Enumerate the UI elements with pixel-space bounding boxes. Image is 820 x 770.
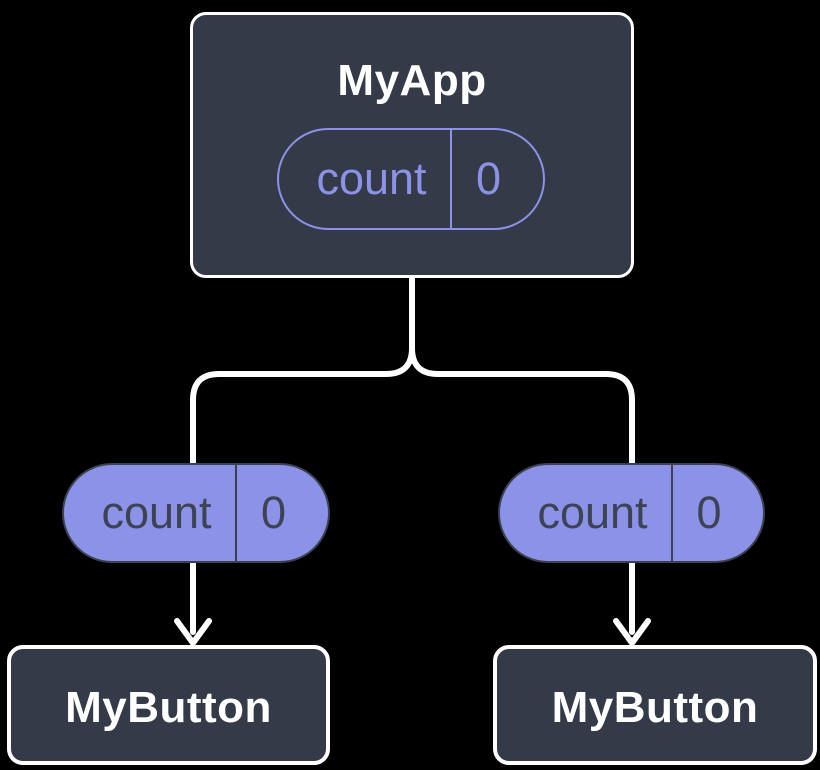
state-pill-label: count [316, 153, 427, 204]
state-pill-divider [450, 130, 452, 228]
prop-pill-left-divider [235, 465, 237, 561]
arrow-left-chevron-icon [174, 618, 212, 646]
myapp-component-box: MyApp count 0 [190, 12, 634, 278]
mybutton-component-box-right: MyButton [493, 645, 817, 765]
prop-pill-left: count 0 [62, 463, 330, 563]
mybutton-left-title: MyButton [65, 682, 272, 732]
myapp-title: MyApp [337, 56, 487, 105]
prop-pill-right-value: 0 [696, 487, 722, 538]
arrow-right-chevron-icon [613, 618, 651, 646]
prop-pill-right: count 0 [498, 463, 765, 563]
prop-pill-right-label: count [537, 487, 648, 538]
state-pill-value: 0 [475, 153, 502, 204]
mybutton-component-box-left: MyButton [7, 645, 330, 765]
connector-branch-right [409, 271, 635, 635]
connector-branch-left [190, 271, 415, 635]
prop-pill-left-value: 0 [260, 487, 287, 538]
prop-pill-right-divider [671, 465, 673, 561]
prop-pill-left-label: count [101, 487, 212, 538]
state-pill: count 0 [277, 128, 545, 230]
mybutton-right-title: MyButton [551, 682, 759, 732]
